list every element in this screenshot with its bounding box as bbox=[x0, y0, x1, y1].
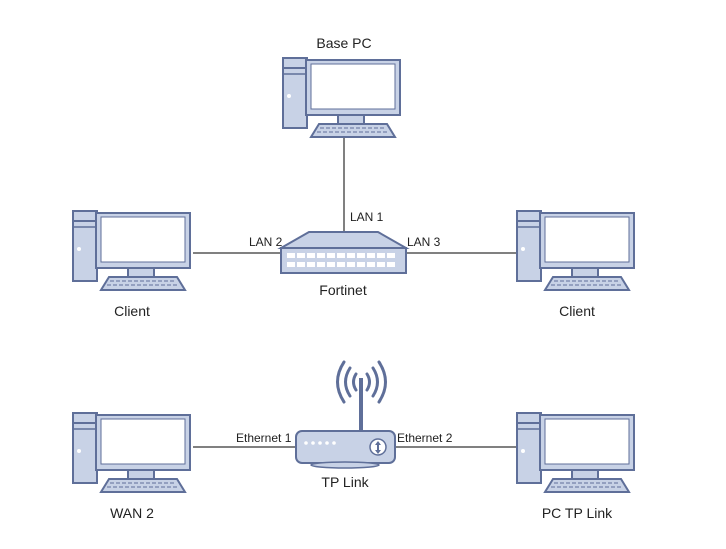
base-pc-node[interactable]: Base PC bbox=[282, 35, 401, 138]
lan3-label: LAN 3 bbox=[407, 235, 441, 249]
fortinet-label: Fortinet bbox=[319, 282, 367, 298]
client-right-node[interactable]: Client bbox=[516, 210, 635, 319]
client-right-label: Client bbox=[559, 303, 595, 319]
pc-tplink-label: PC TP Link bbox=[542, 505, 613, 521]
ethernet1-label: Ethernet 1 bbox=[236, 431, 292, 445]
client-left-node[interactable]: Client bbox=[72, 210, 191, 319]
ethernet2-label: Ethernet 2 bbox=[397, 431, 453, 445]
wireless-router-icon bbox=[295, 360, 396, 469]
fortinet-node[interactable]: Fortinet bbox=[277, 231, 410, 298]
network-switch-icon bbox=[277, 231, 410, 274]
desktop-computer-icon bbox=[72, 210, 191, 291]
tplink-node[interactable]: TP Link bbox=[295, 360, 396, 490]
lan2-label: LAN 2 bbox=[249, 235, 283, 249]
desktop-computer-icon bbox=[516, 412, 635, 493]
connection-lines bbox=[193, 137, 517, 448]
desktop-computer-icon bbox=[282, 57, 401, 138]
lan1-label: LAN 1 bbox=[350, 210, 384, 224]
desktop-computer-icon bbox=[516, 210, 635, 291]
pc-tplink-node[interactable]: PC TP Link bbox=[516, 412, 635, 521]
desktop-computer-icon bbox=[72, 412, 191, 493]
base-pc-label: Base PC bbox=[316, 35, 371, 51]
wan2-node[interactable]: WAN 2 bbox=[72, 412, 191, 521]
client-left-label: Client bbox=[114, 303, 150, 319]
wan2-label: WAN 2 bbox=[110, 505, 154, 521]
tplink-label: TP Link bbox=[321, 474, 369, 490]
